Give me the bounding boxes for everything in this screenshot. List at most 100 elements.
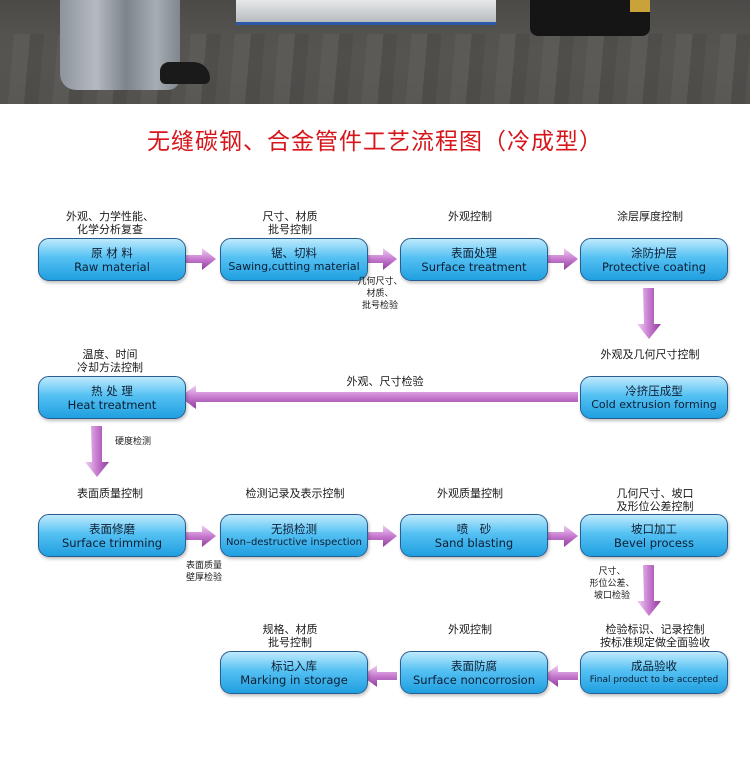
label-coating: 涂层厚度控制 bbox=[570, 210, 730, 223]
note-trim-to-ndt-line1: 表面质量 bbox=[185, 561, 222, 571]
label-sand-line1: 外观质量控制 bbox=[437, 487, 503, 500]
label-cold: 外观及几何尺寸控制 bbox=[560, 348, 740, 361]
note-bevel-to-final-line1: 尺寸、 bbox=[598, 567, 626, 577]
label-bevel: 几何尺寸、坡口 及形位公差控制 bbox=[570, 487, 740, 513]
note-saw-to-surface-line1: 几何尺寸、 bbox=[357, 277, 403, 287]
page-title: 无缝碳钢、合金管件工艺流程图（冷成型） bbox=[147, 129, 603, 155]
label-saw-line1: 尺寸、材质 bbox=[262, 210, 318, 223]
label-coating-line1: 涂层厚度控制 bbox=[617, 210, 683, 223]
label-surface-line1: 外观控制 bbox=[448, 210, 492, 223]
label-raw-line2: 化学分析复查 bbox=[77, 223, 143, 236]
step-heat-treatment-zh: 热 处 理 bbox=[91, 383, 133, 398]
label-final: 检验标识、记录控制 按标准规定做全面验收 bbox=[570, 623, 740, 649]
step-surface-noncorrosion: 表面防腐 Surface noncorrosion bbox=[400, 651, 548, 694]
step-surface-trimming-en: Surface trimming bbox=[61, 535, 163, 550]
arrow-cold-to-heat bbox=[180, 385, 578, 409]
note-trim-to-ndt: 表面质量 壁厚检验 bbox=[176, 560, 232, 584]
photo-toolbox-latch bbox=[630, 0, 650, 12]
label-final-line2: 按标准规定做全面验收 bbox=[600, 636, 710, 649]
step-sawing: 锯、切料 Sawing,cutting material bbox=[220, 238, 368, 281]
label-ndt: 检测记录及表示控制 bbox=[210, 487, 380, 500]
step-surface-noncorrosion-zh: 表面防腐 bbox=[451, 658, 497, 673]
note-heat-to-trim: 硬度检测 bbox=[108, 436, 158, 448]
note-bevel-to-final-line2: 形位公差、 bbox=[589, 579, 635, 589]
label-marking-line2: 批号控制 bbox=[268, 636, 312, 649]
note-saw-to-surface-line3: 批号检验 bbox=[361, 301, 398, 311]
step-heat-treatment: 热 处 理 Heat treatment bbox=[38, 376, 186, 419]
step-ndt-zh: 无损检测 bbox=[271, 521, 317, 536]
step-raw-material-en: Raw material bbox=[74, 259, 150, 274]
note-trim-to-ndt-line2: 壁厚检验 bbox=[185, 573, 222, 583]
arrow-ndt-to-sand bbox=[361, 525, 397, 547]
step-bevel-process: 坡口加工 Bevel process bbox=[580, 514, 728, 557]
label-trim-line1: 表面质量控制 bbox=[77, 487, 143, 500]
arrow-saw-to-surface bbox=[361, 248, 397, 270]
step-protective-coating-zh: 涂防护层 bbox=[631, 245, 677, 260]
label-saw: 尺寸、材质 批号控制 bbox=[210, 210, 370, 236]
arrow-noncorr-to-marking bbox=[362, 665, 397, 687]
step-sand-blasting: 喷 砂 Sand blasting bbox=[400, 514, 548, 557]
label-bevel-line1: 几何尺寸、坡口 bbox=[616, 487, 694, 500]
step-sand-blasting-zh: 喷 砂 bbox=[456, 521, 492, 536]
step-sawing-zh: 锯、切料 bbox=[271, 245, 317, 260]
label-noncorr-line1: 外观控制 bbox=[448, 623, 492, 636]
step-final-product-zh: 成品验收 bbox=[631, 658, 677, 673]
note-heat-to-trim-line1: 硬度检测 bbox=[114, 437, 151, 447]
arrow-raw-to-saw bbox=[180, 248, 216, 270]
arrow-heat-to-trim bbox=[85, 426, 109, 477]
step-ndt: 无损检测 Non–destructive inspection bbox=[220, 514, 368, 557]
label-heat-line2: 冷却方法控制 bbox=[77, 361, 143, 374]
note-saw-to-surface-line2: 材质、 bbox=[366, 289, 394, 299]
label-heat-line1: 温度、时间 bbox=[82, 348, 138, 361]
step-protective-coating-en: Protective coating bbox=[601, 259, 707, 274]
label-bevel-line2: 及形位公差控制 bbox=[616, 500, 694, 513]
label-trim: 表面质量控制 bbox=[30, 487, 190, 500]
step-ndt-en: Non–destructive inspection bbox=[226, 536, 362, 548]
label-saw-line2: 批号控制 bbox=[268, 223, 312, 236]
label-ndt-line1: 检测记录及表示控制 bbox=[245, 487, 345, 500]
label-marking: 规格、材质 批号控制 bbox=[210, 623, 370, 649]
step-surface-trimming-zh: 表面修磨 bbox=[89, 521, 135, 536]
label-raw-line1: 外观、力学性能、 bbox=[66, 210, 154, 223]
step-cold-extrusion: 冷挤压成型 Cold extrusion forming bbox=[580, 376, 728, 419]
label-raw: 外观、力学性能、 化学分析复查 bbox=[30, 210, 190, 236]
label-marking-line1: 规格、材质 bbox=[262, 623, 318, 636]
label-sand: 外观质量控制 bbox=[390, 487, 550, 500]
photo-machine bbox=[236, 0, 496, 25]
step-bevel-process-zh: 坡口加工 bbox=[631, 521, 677, 536]
step-cold-extrusion-zh: 冷挤压成型 bbox=[625, 383, 683, 398]
arrow-surface-to-coating bbox=[542, 248, 578, 270]
step-cold-extrusion-en: Cold extrusion forming bbox=[591, 397, 717, 411]
note-cold-to-heat: 外观、尺寸检验 bbox=[310, 376, 460, 388]
step-surface-trimming: 表面修磨 Surface trimming bbox=[38, 514, 186, 557]
top-photo bbox=[0, 0, 750, 104]
arrow-coating-to-cold bbox=[637, 288, 661, 339]
arrow-final-to-noncorr bbox=[543, 665, 578, 687]
note-saw-to-surface: 几何尺寸、 材质、 批号检验 bbox=[352, 276, 408, 312]
label-heat: 温度、时间 冷却方法控制 bbox=[30, 348, 190, 374]
step-surface-treatment: 表面处理 Surface treatment bbox=[400, 238, 548, 281]
photo-worker-shoe bbox=[160, 62, 210, 84]
note-bevel-to-final: 尺寸、 形位公差、 坡口检验 bbox=[584, 566, 640, 602]
step-surface-noncorrosion-en: Surface noncorrosion bbox=[413, 672, 535, 687]
step-marking-storage-en: Marking in storage bbox=[240, 672, 348, 687]
step-surface-treatment-zh: 表面处理 bbox=[451, 245, 497, 260]
label-cold-line1: 外观及几何尺寸控制 bbox=[600, 348, 700, 361]
note-bevel-to-final-line3: 坡口检验 bbox=[593, 591, 630, 601]
step-marking-storage: 标记入库 Marking in storage bbox=[220, 651, 368, 694]
step-surface-treatment-en: Surface treatment bbox=[421, 259, 527, 274]
step-final-product-en: Final product to be accepted bbox=[589, 674, 719, 685]
label-noncorr: 外观控制 bbox=[390, 623, 550, 636]
step-bevel-process-en: Bevel process bbox=[614, 535, 694, 550]
arrow-trim-to-ndt bbox=[180, 525, 216, 547]
step-sand-blasting-en: Sand blasting bbox=[434, 535, 514, 550]
label-final-line1: 检验标识、记录控制 bbox=[605, 623, 705, 636]
arrow-bevel-to-final bbox=[637, 565, 661, 616]
step-heat-treatment-en: Heat treatment bbox=[67, 397, 157, 412]
note-cold-to-heat-line1: 外观、尺寸检验 bbox=[346, 375, 424, 388]
arrow-sand-to-bevel bbox=[542, 525, 578, 547]
step-raw-material: 原 材 料 Raw material bbox=[38, 238, 186, 281]
step-raw-material-zh: 原 材 料 bbox=[91, 245, 133, 260]
step-sawing-en: Sawing,cutting material bbox=[228, 259, 360, 273]
label-surface: 外观控制 bbox=[390, 210, 550, 223]
